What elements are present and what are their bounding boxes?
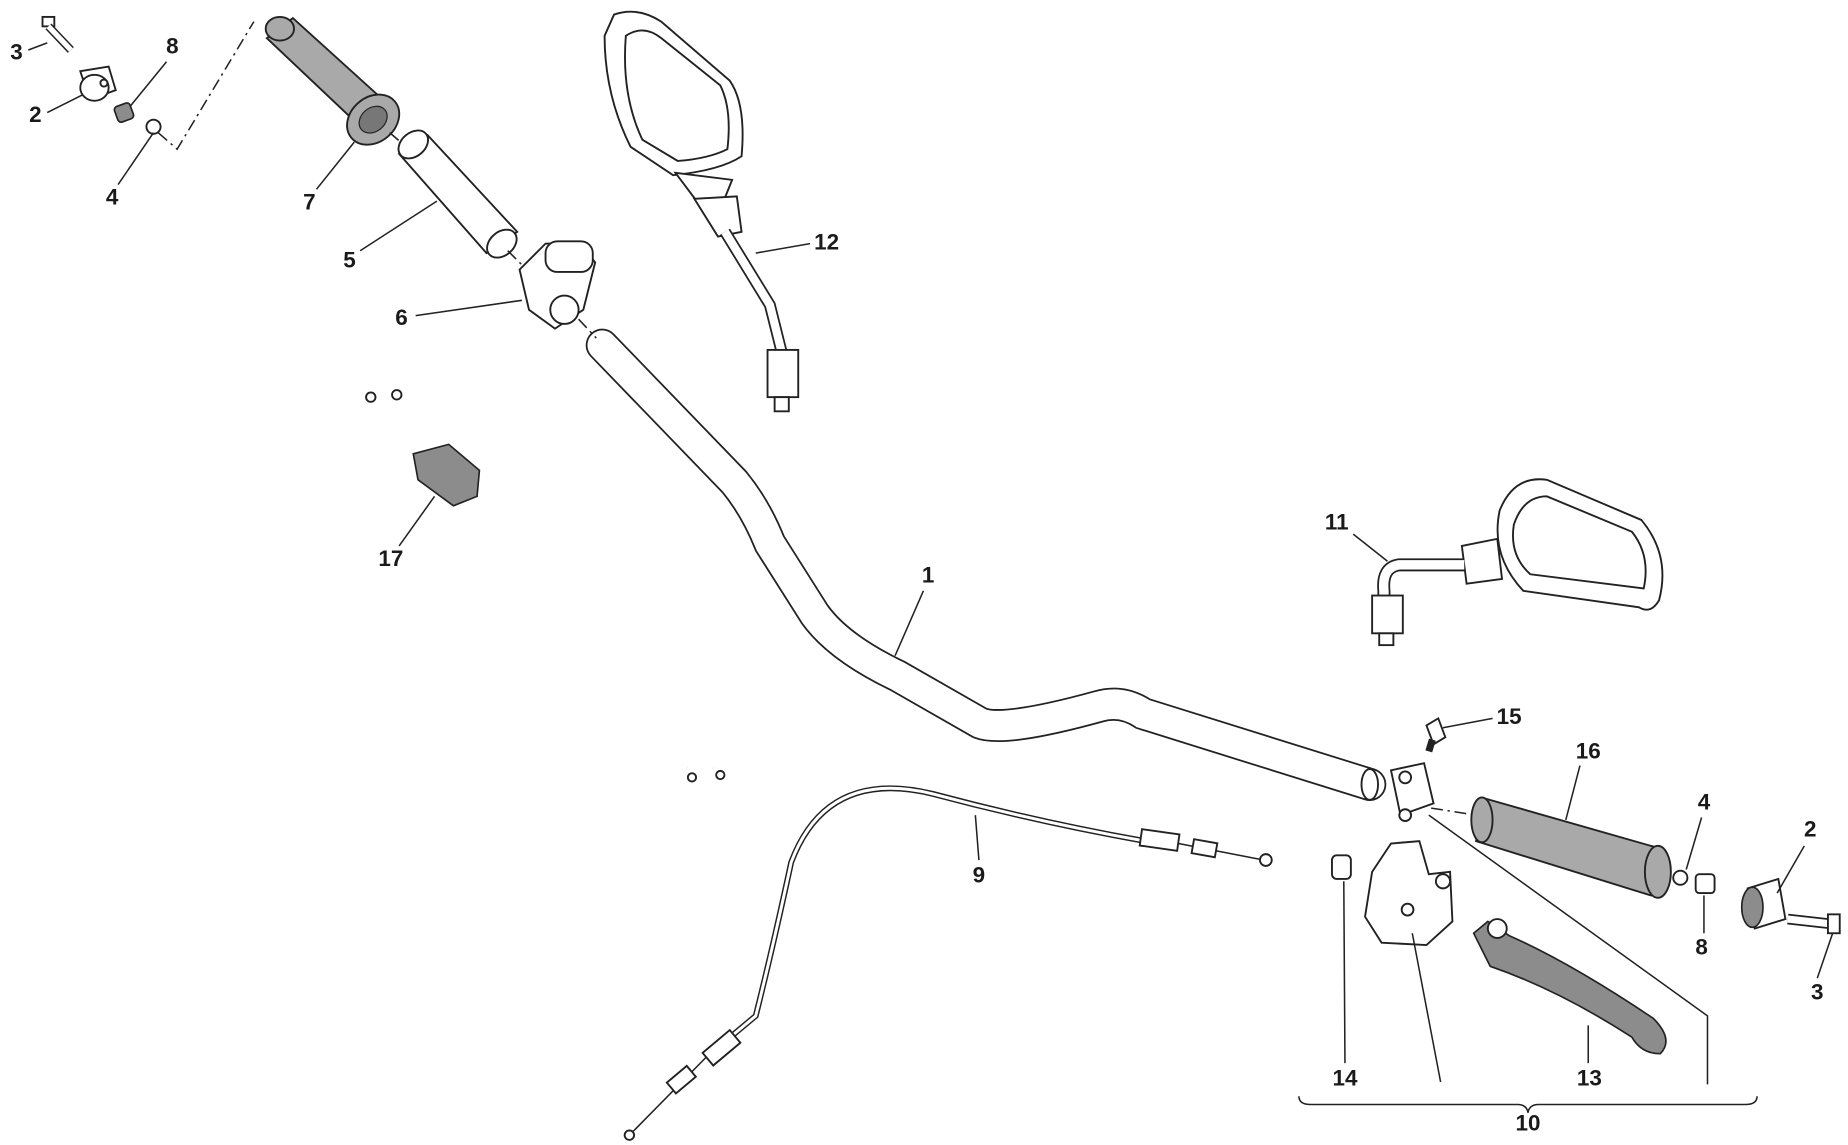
callout-10: 10 (1516, 1110, 1541, 1135)
callout-8-right: 8 (1695, 935, 1707, 960)
left-bolt-3 (41, 15, 74, 53)
callout-7: 7 (303, 189, 315, 214)
callout-17: 17 (378, 546, 403, 571)
clutch-cable-9 (623, 785, 1273, 1141)
throttle-housing-6 (518, 240, 597, 330)
callout-5: 5 (343, 247, 355, 272)
right-bar-end-weight-2 (1740, 877, 1787, 930)
left-nut-4 (145, 118, 162, 135)
lever-pivot-14 (1331, 854, 1352, 880)
callout-2-left: 2 (29, 102, 41, 127)
left-mirror-12 (603, 10, 800, 413)
clutch-clamp-15 (1389, 716, 1447, 823)
left-spacer-8 (113, 102, 135, 123)
callout-3-right: 3 (1811, 979, 1823, 1004)
callout-1: 1 (922, 563, 934, 588)
right-spacer-8 (1694, 873, 1716, 895)
callout-16: 16 (1576, 738, 1601, 763)
right-mirror-11 (1371, 478, 1664, 647)
left-grip-7 (264, 15, 401, 146)
callout-2-right: 2 (1804, 816, 1816, 841)
callout-9: 9 (973, 862, 985, 887)
right-grip-16 (1470, 796, 1672, 899)
callout-3-left: 3 (10, 39, 22, 64)
throttle-cables-17 (365, 389, 726, 783)
right-bolt-3 (1787, 913, 1841, 935)
left-bar-end-weight-2 (79, 65, 117, 102)
callout-11: 11 (1325, 509, 1349, 534)
throttle-tube-5 (397, 129, 519, 259)
handlebar (585, 328, 1387, 801)
callout-13: 13 (1577, 1066, 1602, 1091)
leader-lines (28, 42, 1834, 1113)
callout-6: 6 (395, 305, 407, 330)
callout-14: 14 (1332, 1066, 1357, 1091)
callout-4-right: 4 (1698, 789, 1711, 814)
callout-4-left: 4 (106, 185, 119, 210)
callout-12: 12 (814, 230, 839, 255)
right-nut-4 (1672, 869, 1689, 886)
callout-8-left: 8 (166, 34, 178, 59)
clutch-lever-assembly-10 (1331, 840, 1667, 1055)
callout-15: 15 (1497, 704, 1522, 729)
